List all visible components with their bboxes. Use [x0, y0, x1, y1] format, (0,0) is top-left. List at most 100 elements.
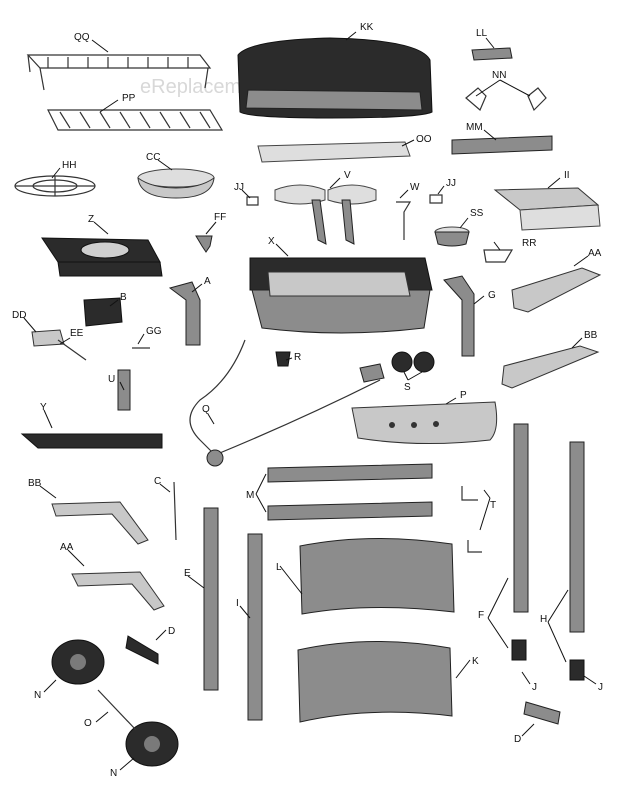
label-n-top: N [34, 690, 41, 701]
label-b: B [120, 292, 127, 303]
part-warming-rack [26, 54, 212, 91]
label-aa-top: AA [588, 248, 602, 259]
part-grease-cup [434, 226, 470, 247]
label-p: P [460, 390, 467, 401]
part-handle [451, 135, 553, 155]
part-clip-rr [483, 249, 514, 263]
label-j-left: J [532, 682, 537, 693]
label-pp: PP [122, 93, 136, 104]
leader-lines [23, 31, 597, 771]
label-s: S [404, 382, 411, 393]
part-hooks-t [461, 486, 482, 553]
label-hh: HH [62, 160, 76, 171]
part-leg-e [203, 507, 219, 691]
part-cooking-grate [47, 109, 224, 131]
label-jj-left: JJ [234, 182, 244, 193]
part-axle-o [97, 689, 137, 731]
part-side-burner-grate [14, 175, 96, 197]
label-t: T [490, 500, 496, 511]
label-x: X [268, 236, 275, 247]
label-k: K [472, 656, 479, 667]
label-m: M [246, 490, 254, 501]
part-hinge-brackets [465, 79, 547, 112]
part-leg-i [247, 533, 263, 721]
part-leg-h [569, 441, 585, 633]
label-j-right: J [598, 682, 603, 693]
label-d-right: D [514, 734, 521, 745]
label-v: V [344, 170, 351, 181]
part-bottom-panel-k [297, 640, 453, 723]
part-leg-a [168, 281, 201, 346]
part-leg-f [513, 423, 529, 613]
label-a: A [204, 276, 211, 287]
label-u: U [108, 374, 115, 385]
part-tray-y [20, 433, 163, 449]
label-h: H [540, 614, 547, 625]
part-lid [237, 37, 433, 119]
label-nn: NN [492, 70, 506, 81]
label-ii: II [564, 170, 570, 181]
part-heat-tent [257, 141, 411, 163]
part-cap-j-right [569, 659, 585, 681]
part-drip-pan [137, 168, 215, 199]
label-e: E [184, 568, 191, 579]
part-shelf-bracket-bb-top [501, 345, 600, 389]
label-g: G [488, 290, 496, 301]
part-burners [274, 184, 377, 245]
part-control-knobs [391, 351, 435, 373]
label-i: I [236, 598, 239, 609]
label-mm: MM [466, 122, 483, 133]
label-ll: LL [476, 28, 488, 39]
label-jj-right: JJ [446, 178, 456, 189]
part-side-burner-housing [41, 237, 163, 277]
label-bb-bottom: BB [28, 478, 42, 489]
label-ee: EE [70, 328, 84, 339]
part-screw-jj-left [246, 196, 259, 206]
label-w: W [410, 182, 420, 193]
part-screw-jj-right [429, 194, 443, 204]
part-bracket-d-right [523, 701, 561, 725]
label-d-left: D [168, 626, 175, 637]
label-aa-bottom: AA [60, 542, 74, 553]
part-back-panel-l [299, 537, 455, 615]
part-labels: QQ KK LL PP NN MM HH CC OO JJ V W JJ II … [12, 22, 603, 779]
part-shelf-bracket-aa-top [511, 267, 602, 313]
part-wheel-bottom [125, 721, 179, 767]
part-side-shelf [493, 187, 601, 231]
label-bb-top: BB [584, 330, 598, 341]
part-firebox [249, 257, 433, 334]
part-leg-g [443, 275, 475, 357]
label-cc: CC [146, 152, 160, 163]
part-rod-c [173, 481, 177, 541]
part-brace-b [83, 297, 123, 327]
label-f: F [478, 610, 484, 621]
part-knob-ff [195, 235, 213, 253]
label-z: Z [88, 214, 94, 225]
part-shelf-bracket-aa-bottom [71, 571, 165, 611]
label-ss: SS [470, 208, 484, 219]
part-wheel-top [51, 639, 105, 685]
part-hinge-ll [471, 47, 513, 61]
part-valve-dd [31, 329, 87, 361]
part-rail-m-bottom [267, 501, 433, 521]
label-n-bottom: N [110, 768, 117, 779]
label-oo: OO [416, 134, 432, 145]
part-bracket-d-left [125, 635, 159, 665]
label-y: Y [40, 402, 47, 413]
label-c: C [154, 476, 161, 487]
part-control-panel [351, 401, 498, 445]
label-dd: DD [12, 310, 26, 321]
part-manifold-hose [189, 339, 385, 467]
label-kk: KK [360, 22, 374, 33]
part-igniter [275, 351, 291, 367]
label-rr: RR [522, 238, 536, 249]
part-electrode [396, 201, 412, 240]
label-o: O [84, 718, 92, 729]
label-l: L [276, 562, 282, 573]
part-cap-j-left [511, 639, 527, 661]
label-ff: FF [214, 212, 226, 223]
label-gg: GG [146, 326, 162, 337]
part-rail-m-top [267, 463, 433, 483]
label-q: Q [202, 404, 210, 415]
